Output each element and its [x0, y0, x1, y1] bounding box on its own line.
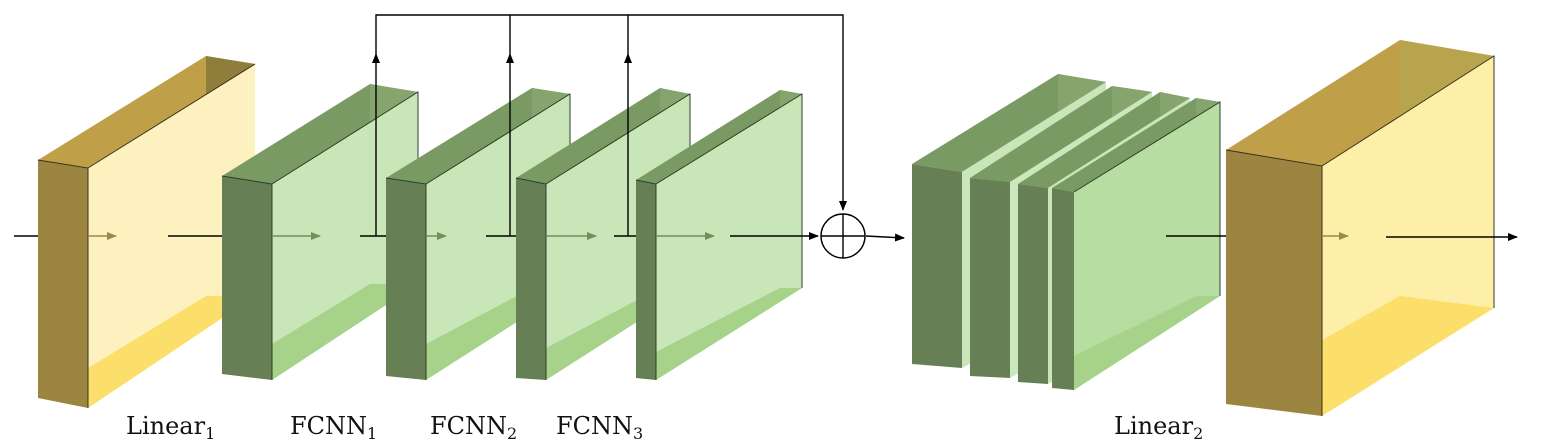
- label-fcnn2: FCNN2: [430, 412, 518, 443]
- sum-node: [820, 213, 866, 259]
- label-fcnn1-text: FCNN: [290, 412, 368, 440]
- label-linear1-text: Linear: [126, 412, 206, 440]
- label-fcnn2-subscript: 2: [507, 424, 518, 443]
- stacked-green-blocks: [912, 74, 1221, 390]
- linear2-block: [1225, 40, 1495, 416]
- label-linear2-subscript: 2: [1193, 424, 1204, 443]
- label-linear1: Linear1: [126, 412, 216, 443]
- fcnn-output-block: [635, 90, 803, 380]
- label-linear2-text: Linear: [1114, 412, 1194, 440]
- label-linear2: Linear2: [1114, 412, 1204, 443]
- flow-arrow-from-sum: [865, 233, 905, 242]
- main-flow-arrows: [14, 232, 1518, 242]
- label-fcnn3: FCNN3: [556, 412, 644, 443]
- skip-bus-line: [375, 14, 847, 211]
- label-fcnn1-subscript: 1: [367, 424, 378, 443]
- label-fcnn2-text: FCNN: [430, 412, 508, 440]
- label-linear1-subscript: 1: [205, 424, 216, 443]
- label-fcnn3-text: FCNN: [556, 412, 634, 440]
- label-fcnn3-subscript: 3: [633, 424, 644, 443]
- label-fcnn1: FCNN1: [290, 412, 378, 443]
- skip-connections: [372, 14, 847, 236]
